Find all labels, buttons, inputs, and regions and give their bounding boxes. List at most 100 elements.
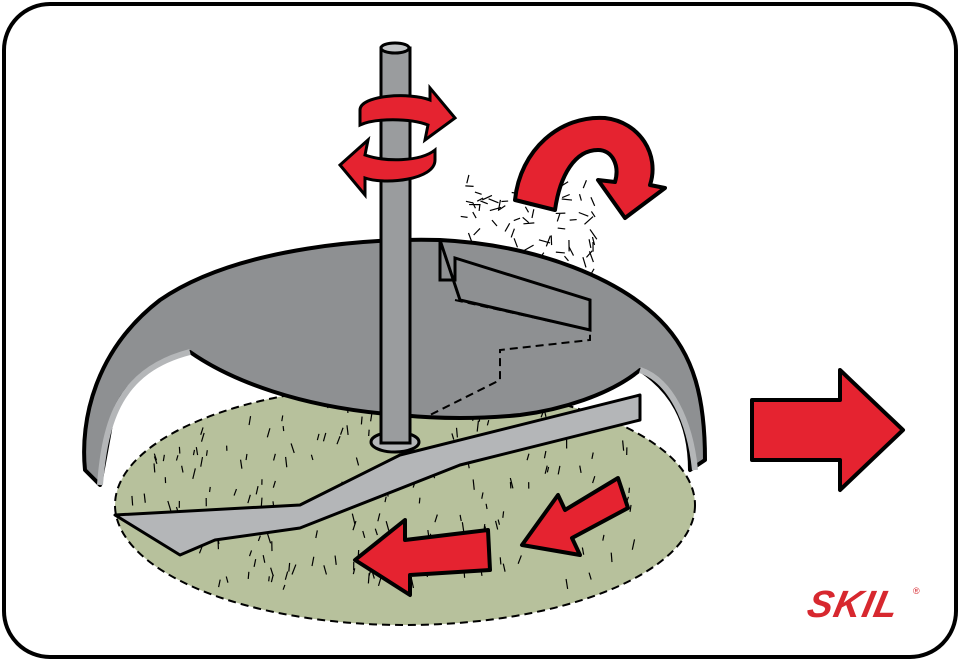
grass-stroke: [476, 197, 484, 202]
grass-stroke: [459, 514, 462, 522]
grass-clippings: [131, 174, 636, 590]
grass-stroke: [591, 452, 594, 460]
grass-stroke: [247, 494, 251, 504]
grass-stroke: [588, 572, 592, 580]
grass-stroke: [555, 251, 565, 254]
grass-stroke: [590, 211, 596, 218]
grass-stroke: [485, 503, 488, 510]
grass-stroke: [143, 493, 146, 503]
grass-stroke: [451, 433, 455, 440]
grass-stroke: [461, 522, 465, 532]
grass-stroke: [239, 459, 243, 469]
grass-stroke: [629, 504, 632, 512]
grass-stroke: [131, 495, 134, 506]
grass-stroke: [497, 199, 502, 211]
grass-stroke: [192, 449, 196, 456]
grass-stroke: [474, 191, 482, 195]
grass-stroke: [498, 205, 506, 211]
grass-stroke: [200, 456, 204, 467]
grass-stroke: [315, 530, 318, 539]
grass-stroke: [374, 528, 378, 536]
grass-stroke: [272, 480, 276, 488]
grass-stroke: [257, 535, 261, 542]
grass-stroke: [545, 235, 551, 247]
grass-stroke: [556, 213, 561, 222]
grass-stroke: [489, 206, 502, 212]
grass-stroke: [592, 476, 596, 484]
grass-stroke: [233, 488, 238, 496]
grass-stroke: [272, 453, 276, 461]
grass-stroke: [465, 185, 474, 187]
grass-stroke: [526, 453, 530, 461]
grass-stroke: [200, 432, 205, 442]
grass-stroke: [162, 454, 165, 462]
grass-stroke: [281, 415, 284, 422]
grass-stroke: [622, 440, 625, 451]
grass-stroke: [523, 222, 535, 225]
grass-stroke: [582, 180, 587, 189]
grass-stroke: [579, 465, 582, 473]
grass-stroke: [488, 198, 499, 204]
grass-stroke: [502, 511, 505, 518]
grass-stroke: [282, 584, 286, 590]
grass-stroke: [590, 196, 596, 207]
grass-stroke: [225, 576, 229, 583]
grass-stroke: [589, 229, 598, 240]
grass-stroke: [522, 216, 530, 224]
grass-stroke: [544, 465, 548, 474]
grass-stroke: [628, 487, 631, 493]
grass-stroke: [362, 530, 366, 538]
grass-stroke: [543, 450, 547, 459]
grass-stroke: [499, 557, 502, 565]
grass-stroke: [476, 420, 480, 432]
grass-stroke: [434, 514, 438, 523]
grass-stroke: [282, 426, 285, 432]
grass-stroke: [480, 200, 488, 205]
grass-stroke: [568, 246, 575, 256]
curved-discharge-arrow-icon: [513, 115, 667, 220]
grass-stroke: [569, 218, 577, 221]
grass-stroke: [581, 547, 585, 555]
grass-stroke: [523, 244, 534, 251]
grass-stroke: [588, 239, 592, 249]
grass-stroke: [355, 457, 360, 466]
flow-arrow-diagonal-icon: [520, 476, 630, 557]
grass-stroke: [334, 555, 337, 565]
grass-stroke: [291, 564, 297, 575]
grass-stroke: [455, 427, 458, 438]
grass-stroke: [351, 513, 356, 525]
registered-mark: ®: [913, 586, 920, 596]
grass-stroke: [266, 428, 271, 438]
grass-stroke: [192, 468, 196, 479]
grass-stroke: [310, 454, 314, 461]
grass-stroke: [564, 255, 569, 262]
grass-stroke: [585, 250, 593, 258]
grass-stroke: [195, 447, 199, 456]
grass-stroke: [262, 554, 266, 563]
grass-stroke: [557, 465, 561, 475]
skil-logo: SKIL: [803, 584, 904, 626]
grass-stroke: [255, 486, 259, 495]
grass-stroke: [504, 222, 511, 232]
grass-stroke: [561, 198, 573, 201]
rotation-arrow-upper-icon: [358, 83, 458, 144]
grass-stroke: [153, 456, 158, 464]
grass-stroke: [494, 520, 499, 530]
rotation-arrow-lower-icon: [337, 135, 437, 200]
grass-stroke: [481, 194, 493, 201]
grass-stroke: [247, 571, 250, 580]
grass-stroke: [248, 550, 253, 557]
grass-stroke: [385, 521, 390, 531]
grass-stroke: [531, 209, 535, 219]
grass-stroke: [153, 463, 156, 473]
grass-stroke: [316, 433, 320, 441]
grass-stroke: [339, 427, 344, 435]
grass-stroke: [591, 236, 596, 246]
grass-stroke: [466, 174, 470, 184]
grass-stroke: [546, 466, 550, 473]
grass-stroke: [322, 432, 327, 442]
grass-stroke: [200, 427, 204, 435]
grass-stroke: [471, 201, 477, 209]
grass-stroke: [352, 520, 357, 531]
